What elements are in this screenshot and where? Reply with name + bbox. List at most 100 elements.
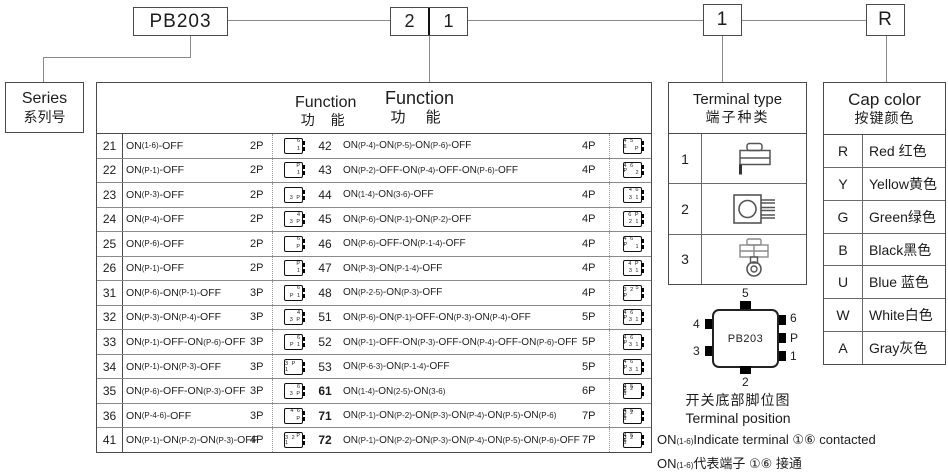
- pole-count: 4P: [582, 164, 596, 177]
- dashed-divider: [609, 256, 614, 281]
- function-sequence: ON(P-3)-OFF: [126, 188, 185, 201]
- function-code-number: 33: [97, 330, 123, 354]
- dashed-divider: [609, 158, 614, 183]
- dashed-divider: [272, 354, 277, 379]
- dashed-divider: [609, 207, 614, 232]
- dashed-divider: [609, 379, 614, 403]
- pin-label-5: 5: [742, 286, 749, 300]
- pole-count: 5P: [582, 311, 596, 324]
- terminal-type-title-zh: 端子种类: [705, 108, 770, 125]
- switch-bottom-view: PB203: [712, 309, 779, 368]
- pin-2: [740, 366, 751, 374]
- pole-count: 2P: [250, 262, 264, 275]
- pin-label-2: 2: [742, 375, 749, 389]
- cap-color-code: A: [824, 332, 863, 365]
- function-code-digit-1: 2: [404, 11, 415, 31]
- cap-color-label: Red 红色: [869, 142, 927, 159]
- dashed-divider: [272, 403, 277, 428]
- pole-count: 4P: [250, 434, 264, 447]
- function-code-number: 23: [97, 183, 123, 207]
- pin-3: [705, 346, 712, 356]
- pole-count: 2P: [250, 139, 264, 152]
- pin-5: [740, 301, 751, 309]
- function-code-number: 48: [318, 285, 332, 300]
- function-code-number: 26: [97, 256, 123, 281]
- pole-count: 4P: [582, 237, 596, 250]
- cap-color-label: Green绿色: [869, 208, 936, 225]
- pin-label-p: P: [790, 331, 799, 345]
- pin-p: [779, 333, 786, 343]
- terminal-position-caption-en: Terminal position: [685, 410, 791, 426]
- cap-color-header: Cap color 按键颜色: [824, 83, 945, 135]
- function-sequence: ON(P-1)-ON(P-2)-ON(P-3)-ON(P-4)-ON(P-5)-…: [343, 410, 557, 422]
- chip-label: PB203: [727, 332, 764, 345]
- function-sequence: ON(P-6)-OFF: [126, 237, 185, 250]
- connector-line: [742, 20, 866, 21]
- function-header-en: Function: [385, 88, 455, 108]
- function-sequence: ON(P-1)-OFF-ON(P-6)-OFF: [126, 336, 246, 349]
- terminal-type-row: 2: [669, 184, 806, 235]
- terminal-note-zh: ON(1-6)代表端子 ①⑥ 接通: [657, 456, 802, 471]
- terminal-type-code: 2: [669, 184, 702, 234]
- function-code-number: 72: [318, 433, 332, 448]
- pin-diagram-icon: 3 P 1: [284, 358, 305, 375]
- function-code-number: 21: [97, 134, 123, 158]
- function-sequence: ON(P-1)-OFF: [126, 164, 185, 177]
- pole-count: 5P: [582, 360, 596, 373]
- cap-color-code-box: R: [866, 4, 905, 36]
- function-sequence: ON(P-4-6)-OFF: [126, 409, 192, 422]
- function-code-number: 46: [318, 236, 332, 251]
- function-table-row: 34 ON(P-1)-ON(P-3)-OFF 3P 3 P 1 53 ON(P-…: [97, 354, 651, 380]
- function-header-col1: Function 功 能: [295, 94, 356, 128]
- pole-count: 7P: [582, 409, 596, 422]
- function-code-number: 22: [97, 158, 123, 183]
- cap-color-row: Y Yellow黄色: [824, 167, 945, 201]
- function-sequence: ON(P-6)-OFF-ON(P-3)-OFF: [126, 385, 246, 398]
- function-code-number: 34: [97, 354, 123, 379]
- cap-color-code: G: [824, 200, 863, 233]
- cap-color-row: R Red 红色: [824, 135, 945, 168]
- series-label-zh: 系列号: [23, 108, 66, 125]
- function-sequence: ON(P-2)-OFF-ON(P-4)-OFF-ON(P-6)-OFF: [343, 164, 518, 176]
- pole-count: 2P: [250, 164, 264, 177]
- function-sequence: ON(P-4)-OFF: [126, 213, 185, 226]
- pole-count: 3P: [250, 385, 264, 398]
- pole-count: 7P: [582, 434, 596, 447]
- function-sequence: ON(1-4)-ON(3-6)-OFF: [343, 189, 434, 201]
- function-sequence: ON(P-6)-ON(P-1)-ON(P-2)-OFF: [343, 213, 472, 225]
- solder-lug-terminal-icon: [702, 235, 806, 284]
- cap-color-title-en: Cap color: [848, 89, 921, 109]
- pole-count: 2P: [250, 237, 264, 250]
- cap-color-table: Cap color 按键颜色 R Red 红色 Y Yellow黄色 G Gre…: [823, 82, 946, 365]
- pole-count: 3P: [250, 311, 264, 324]
- pin-diagram-icon: 3 P: [284, 186, 305, 203]
- function-table-row: 23 ON(P-3)-OFF 2P 3 P 44 ON(1-4)-ON(3-6)…: [97, 183, 651, 208]
- function-table: Function 功 能 Function 功 能 21 ON(1-6)-OFF…: [96, 82, 652, 453]
- dashed-divider: [609, 134, 614, 158]
- function-sequence: ON(P-2-5)-ON(P-3)-OFF: [343, 287, 443, 299]
- cap-color-code: R: [824, 135, 863, 167]
- pole-count: 4P: [582, 139, 596, 152]
- cap-color-label: Gray灰色: [869, 340, 928, 357]
- function-code-digit-2: 1: [428, 8, 467, 35]
- pole-count: 3P: [250, 409, 264, 422]
- terminal-type-row: 1: [669, 134, 806, 185]
- function-code-number: 35: [97, 379, 123, 403]
